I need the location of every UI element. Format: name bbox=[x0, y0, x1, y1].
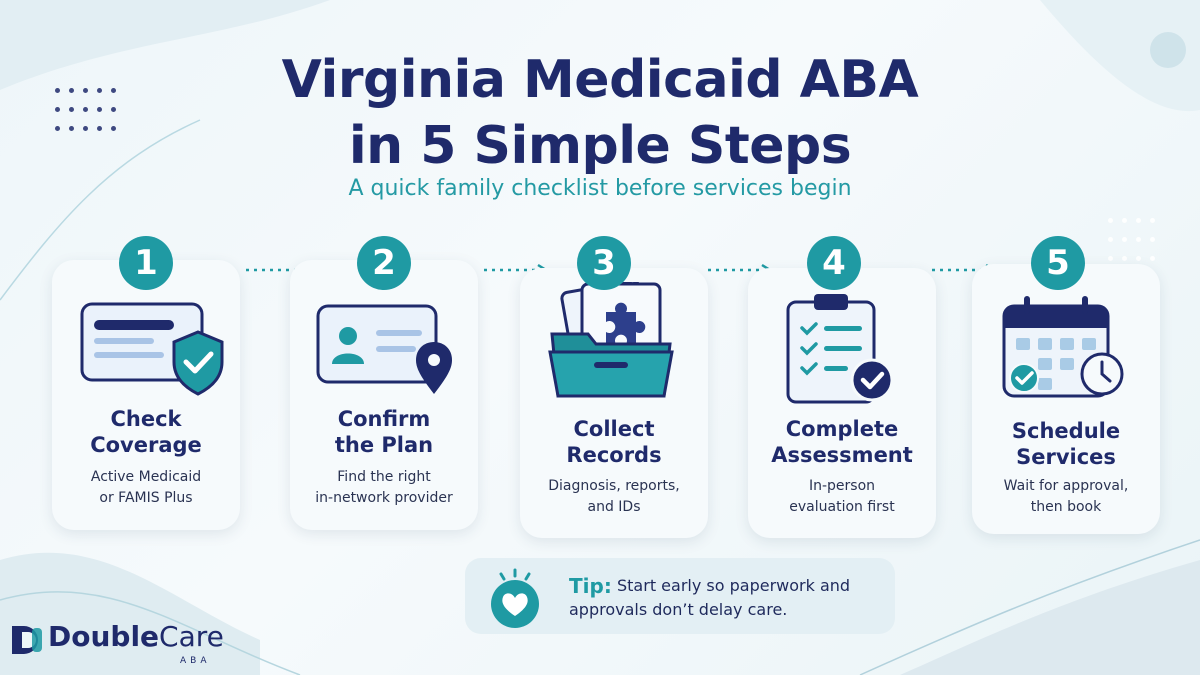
step-1-title-line-1: Check bbox=[110, 407, 182, 431]
step-1-title-line-2: Coverage bbox=[90, 433, 202, 457]
step-1-card: Check Coverage Active Medicaid or FAMIS … bbox=[52, 260, 240, 530]
step-2-number-badge: 2 bbox=[357, 236, 411, 290]
decor-dots-right bbox=[1108, 218, 1164, 261]
doublecare-logo-mark-icon bbox=[12, 626, 42, 654]
step-3-title-line-1: Collect bbox=[573, 417, 655, 441]
id-card-shield-icon bbox=[80, 302, 224, 396]
step-4-number-badge: 4 bbox=[807, 236, 861, 290]
logo-subtitle: ABA bbox=[180, 656, 211, 666]
logo-word-double: Double bbox=[48, 620, 160, 653]
step-5-card: Schedule Services Wait for approval, the… bbox=[972, 264, 1160, 534]
page-title-line-2: in 5 Simple Steps bbox=[348, 116, 852, 176]
step-3-desc-line-2: and IDs bbox=[587, 499, 641, 515]
step-3-number-badge: 3 bbox=[577, 236, 631, 290]
step-5-title-line-1: Schedule bbox=[1011, 419, 1121, 443]
tip-box: Start early so paperwork and approvals d… bbox=[465, 558, 895, 634]
logo-wordmark: DoubleCare bbox=[48, 620, 224, 653]
step-5-desc-line-2: then book bbox=[1030, 499, 1102, 515]
tip-label: Tip: bbox=[569, 574, 612, 598]
decor-dots-left bbox=[55, 88, 125, 131]
step-2-desc-line-2: in-network provider bbox=[315, 490, 453, 506]
tip-text: Start early so paperwork and approvals d… bbox=[569, 576, 851, 619]
step-3-card: Collect Records Diagnosis, reports, and … bbox=[520, 268, 708, 538]
step-2-title-line-2: the Plan bbox=[334, 433, 434, 457]
heart-lightbulb-icon bbox=[491, 568, 539, 628]
step-4-title-line-2: Assessment bbox=[771, 443, 913, 467]
page-title-line-1: Virginia Medicaid ABA bbox=[281, 50, 919, 110]
step-2-title-line-1: Confirm bbox=[337, 407, 431, 431]
step-4-desc-line-2: evaluation first bbox=[789, 499, 895, 515]
step-5-title-line-2: Services bbox=[1016, 445, 1116, 469]
step-2-desc-line-1: Find the right bbox=[337, 469, 431, 485]
step-3-desc-line-1: Diagnosis, reports, bbox=[548, 478, 680, 494]
step-1-desc-line-1: Active Medicaid bbox=[90, 469, 202, 485]
step-4-card: Complete Assessment In-person evaluation… bbox=[748, 268, 936, 538]
step-2-card: Confirm the Plan Find the right in-netwo… bbox=[290, 260, 478, 530]
id-card-location-pin-icon bbox=[316, 304, 452, 394]
step-5-desc-line-1: Wait for approval, bbox=[1003, 478, 1129, 494]
step-1-desc-line-2: or FAMIS Plus bbox=[99, 490, 193, 506]
page-subtitle: A quick family checklist before services… bbox=[348, 176, 852, 201]
step-3-title-line-2: Records bbox=[566, 443, 662, 467]
step-5-number-badge: 5 bbox=[1031, 236, 1085, 290]
step-1-number-badge: 1 bbox=[119, 236, 173, 290]
step-4-title-line-1: Complete bbox=[785, 417, 899, 441]
logo-word-care: Care bbox=[159, 620, 224, 653]
step-4-desc-line-1: In-person bbox=[808, 478, 876, 494]
folder-puzzle-icon bbox=[548, 282, 674, 398]
calendar-clock-icon bbox=[1002, 296, 1124, 398]
clipboard-check-icon bbox=[786, 294, 894, 404]
